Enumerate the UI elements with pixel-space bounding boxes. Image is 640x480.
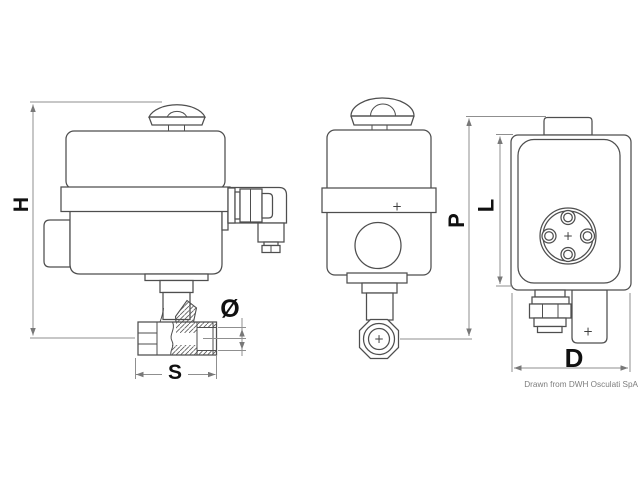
front-view [43,104,288,356]
center-mark-valve-end: + [374,332,384,346]
manual-knob [350,97,415,130]
center-mark-band: + [392,200,402,214]
side-tab [43,219,71,268]
din-connector [227,186,288,254]
stem-upper [159,279,194,294]
round-connector-face [539,207,597,265]
bottom-bracket [571,289,608,344]
dimension-label-d: D [565,343,584,373]
center-mark-bracket: + [583,325,593,339]
dimension-label-s: S [168,361,182,384]
dimension-label-l: L [474,199,499,212]
center-mark-connector: + [563,229,573,243]
mounting-plate [144,273,209,282]
dimension-lines [30,101,631,379]
lower-housing [69,210,223,275]
valve-bore [367,327,391,351]
cable-gland [528,289,572,334]
side-boss [354,221,402,270]
upper-housing [65,130,226,190]
rear-view [510,116,632,344]
mounting-plate-2 [361,282,398,294]
drawing-credit: Drawn from DWH Osculati SpA [524,380,638,389]
dimension-label-diameter: Ø [220,295,239,323]
mounting-plate [346,272,408,284]
top-tab [543,116,593,136]
dimension-label-h: H [10,197,33,212]
stem [365,292,394,321]
dimension-labels: H S Ø P L D + + + + Drawn from DWH Oscul… [10,197,639,389]
middle-band [60,186,231,213]
dimension-label-p: P [444,213,469,228]
right-step [221,210,229,231]
cover-plate [517,138,621,284]
side-view [321,97,437,360]
middle-band [321,187,437,214]
manual-knob [148,104,206,131]
